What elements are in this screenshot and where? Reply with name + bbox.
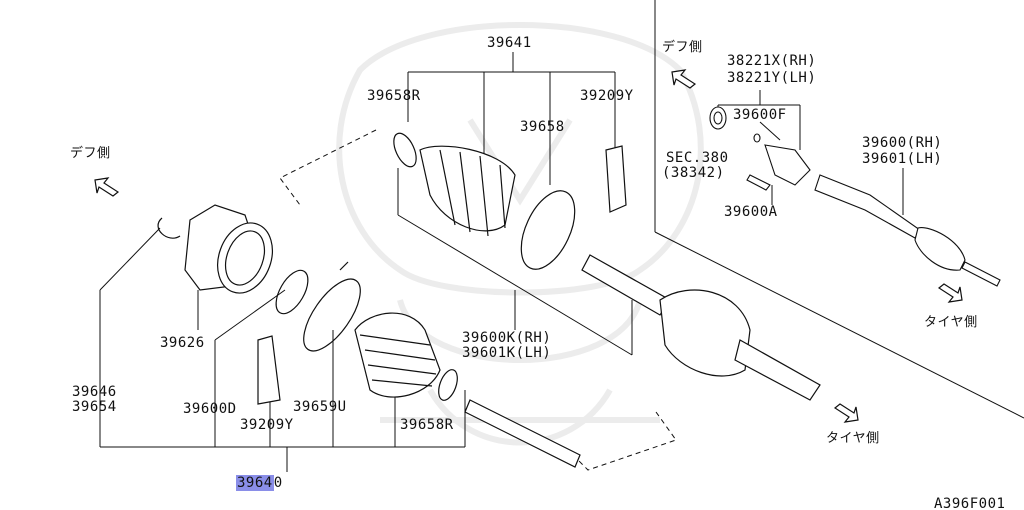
joint-parts-top xyxy=(393,132,821,401)
axle-shaft-39600 xyxy=(814,174,921,239)
label-39658: 39658 xyxy=(520,119,565,135)
label-38221x: 38221X(RH) xyxy=(727,53,817,69)
arrow-diff-left-icon xyxy=(94,177,120,197)
arrow-tire-mid-icon xyxy=(833,403,859,423)
bolt-39600a xyxy=(746,174,771,191)
flange-joint xyxy=(764,144,811,186)
oil-seal xyxy=(709,106,727,130)
label-39640[interactable]: 39640 xyxy=(236,475,283,491)
band-39658r-top xyxy=(393,132,417,168)
joint-parts-left xyxy=(157,204,581,468)
leader-39646-diag xyxy=(99,227,161,291)
arrow-tire-right-icon xyxy=(937,283,963,303)
label-diff-side-right: デフ側 xyxy=(662,40,703,55)
oil-seal-inner xyxy=(713,111,723,125)
o-ring-39600f xyxy=(753,133,761,143)
band-39658 xyxy=(520,190,576,270)
label-39640-highlight[interactable]: 3964 xyxy=(236,475,274,491)
label-tire-side-mid: タイヤ側 xyxy=(826,431,880,446)
label-tire-side-right: タイヤ側 xyxy=(924,315,978,330)
grease-tube-top xyxy=(605,145,627,213)
leader-39600k-diag xyxy=(397,214,633,356)
label-39600f: 39600F xyxy=(733,107,787,123)
label-39640-tail: 0 xyxy=(273,475,283,491)
label-39600a: 39600A xyxy=(724,204,778,220)
label-39601k: 39601K(LH) xyxy=(462,345,552,361)
label-39641: 39641 xyxy=(487,35,532,51)
axle-stub xyxy=(961,261,1001,287)
label-diff-side-left: デフ側 xyxy=(70,146,111,161)
label-38221y: 38221Y(LH) xyxy=(727,70,817,86)
boot-pleats xyxy=(359,334,437,387)
housing-bore-inner xyxy=(224,230,266,286)
leader-39600d-diag xyxy=(214,289,286,341)
label-sec380: SEC.380 xyxy=(666,150,729,166)
label-39658r-top: 39658R xyxy=(367,88,421,104)
figure-code: A396F001 xyxy=(934,496,1006,510)
outer-boot xyxy=(659,289,751,377)
label-39600d: 39600D xyxy=(183,401,237,417)
shaft-main xyxy=(581,254,671,316)
leader-39600f xyxy=(759,121,781,141)
axle-outer-boot xyxy=(914,227,966,271)
label-39600k: 39600K(RH) xyxy=(462,330,552,346)
label-39646: 39646 xyxy=(72,384,117,400)
boot-outer xyxy=(419,145,516,232)
snap-ring-39600d xyxy=(275,269,309,315)
label-39659u: 39659U xyxy=(293,399,347,415)
band-clip xyxy=(339,261,349,271)
axle-parts-right xyxy=(709,106,1001,287)
housing-bore-outer xyxy=(217,222,273,294)
dashed-outline-top xyxy=(279,129,377,206)
boot-outer-pleats xyxy=(439,149,506,237)
label-39209y-bot: 39209Y xyxy=(240,417,294,433)
label-39658r-bot: 39658R xyxy=(400,417,454,433)
label-39601lh: 39601(LH) xyxy=(862,151,943,167)
snap-ring-39646 xyxy=(157,217,181,239)
label-39654: 39654 xyxy=(72,399,117,415)
grease-tube-39209y xyxy=(257,335,281,405)
outer-stub xyxy=(734,339,821,401)
label-39600rh: 39600(RH) xyxy=(862,135,943,151)
label-39626: 39626 xyxy=(160,335,205,351)
band-39658r-bot xyxy=(438,369,458,401)
panel-border-bottom xyxy=(654,231,1024,419)
shaft-stub xyxy=(464,399,581,468)
arrow-diff-right-icon xyxy=(671,69,697,89)
band-39659u xyxy=(303,278,361,352)
label-39209y-top: 39209Y xyxy=(580,88,634,104)
label-sec38342: (38342) xyxy=(662,165,725,181)
